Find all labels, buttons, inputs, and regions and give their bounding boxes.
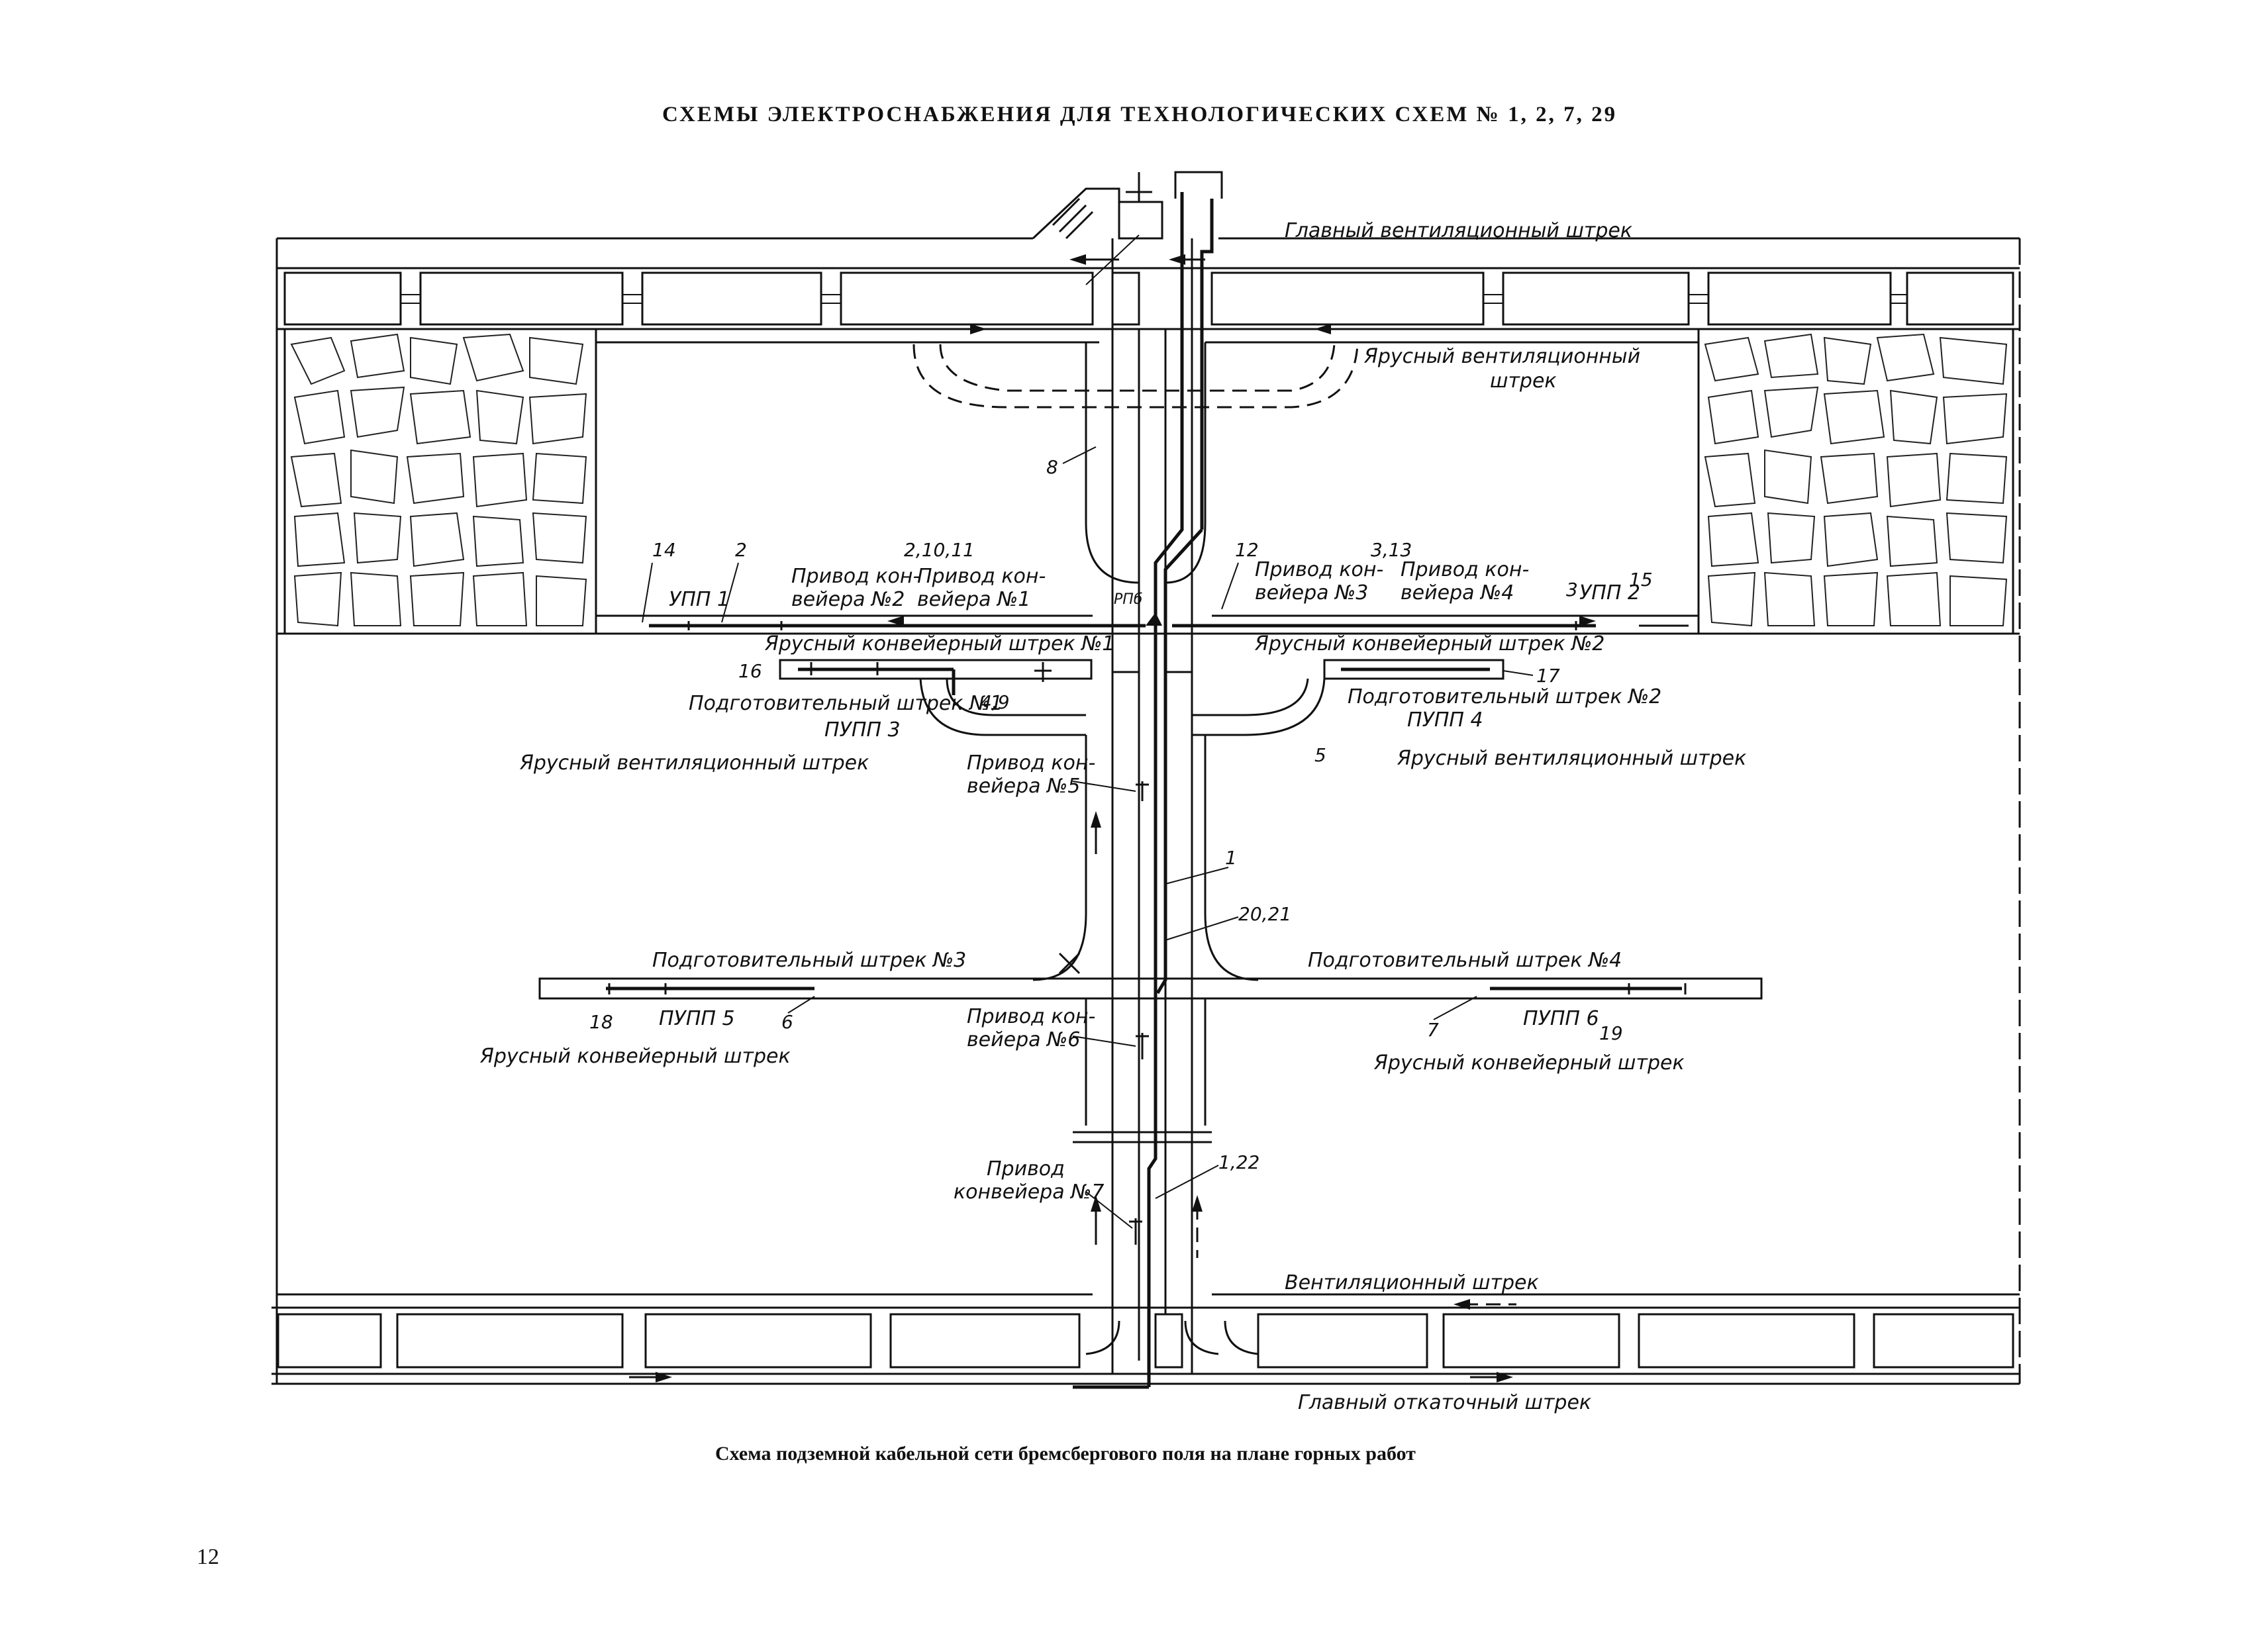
label-tier-vent-left: Ярусный вентиляционный штрек (519, 751, 869, 775)
top-pillars (283, 271, 2014, 326)
label-main-haul-drift: Главный откаточный штрек (1298, 1391, 1591, 1414)
label-tier-vent-drift-top-b: штрек (1490, 369, 1557, 393)
label-drive-1-a: Привод кон- (917, 565, 1046, 588)
label-tier-vent-drift-top-a: Ярусный вентиляционный (1363, 345, 1640, 368)
label-drive-3-b: вейера №3 (1255, 581, 1368, 604)
label-7: 7 (1427, 1019, 1439, 1041)
label-upp-2: УПП 2 (1579, 581, 1640, 604)
figure-caption: Схема подземной кабельной сети бремсберг… (715, 1443, 1416, 1465)
label-prep-drift-4: Подготовительный штрек №4 (1308, 949, 1622, 972)
label-drive-1-b: вейера №1 (917, 588, 1030, 611)
bremsberg-tunnels (1111, 238, 1193, 1374)
label-drive-4-a: Привод кон- (1401, 558, 1529, 581)
label-drive-6-a: Привод кон- (967, 1005, 1095, 1028)
label-drive-3-a: Привод кон- (1255, 558, 1383, 581)
label-rpp: РПб (1114, 591, 1142, 608)
main-cable (1073, 192, 1214, 1389)
label-pupp-4: ПУПП 4 (1407, 708, 1483, 732)
label-drive-2-b: вейера №2 (791, 588, 905, 611)
label-vent-drift: Вентиляционный штрек (1285, 1271, 1539, 1294)
label-8: 8 (1046, 456, 1058, 478)
label-12: 12 (1235, 539, 1259, 561)
label-2: 2 (735, 539, 747, 561)
label-pupp-3: ПУПП 3 (824, 718, 901, 742)
label-prep-drift-3: Подготовительный штрек №3 (652, 949, 966, 972)
label-drive-7-a: Привод (987, 1157, 1065, 1181)
bottom-drifts (271, 1293, 2020, 1385)
prep-drifts-1-2 (779, 659, 1504, 736)
label-3: 3 (1566, 579, 1578, 601)
label-19: 19 (1599, 1022, 1623, 1044)
label-5: 5 (1314, 744, 1326, 766)
label-15: 15 (1629, 569, 1653, 591)
label-main-vent-drift: Главный вентиляционный штрек (1285, 219, 1632, 242)
label-drive-4-b: вейера №4 (1401, 581, 1514, 604)
label-1: 1 (1225, 847, 1237, 869)
rock-fill-right (1697, 328, 2014, 635)
label-17: 17 (1536, 665, 1560, 687)
label-tier-conv-drift-2: Ярусный конвейерный штрек №2 (1254, 632, 1604, 655)
label-drive-6-b: вейера №6 (967, 1028, 1080, 1051)
label-18: 18 (589, 1011, 613, 1033)
label-pupp-6: ПУПП 6 (1523, 1007, 1599, 1030)
upper-panel (595, 324, 1700, 617)
label-tier-vent-right: Ярусный вентиляционный штрек (1397, 747, 1746, 770)
label-16: 16 (738, 660, 762, 682)
label-2-10-11: 2,10,11 (904, 539, 975, 561)
label-20-21: 20,21 (1238, 903, 1291, 925)
label-3-13: 3,13 (1371, 539, 1412, 561)
rock-fill-left (283, 328, 597, 635)
label-6: 6 (781, 1011, 793, 1033)
label-pupp-5: ПУПП 5 (659, 1007, 735, 1030)
label-drive-7-b: конвейера №7 (954, 1181, 1104, 1204)
label-prep-drift-2: Подготовительный штрек №2 (1348, 685, 1661, 708)
label-tier-conv-left: Ярусный конвейерный штрек (479, 1045, 791, 1068)
label-upp-1: УПП 1 (669, 588, 730, 611)
label-tier-conv-drift-1: Ярусный конвейерный штрек №1 (764, 632, 1114, 655)
label-drive-5-b: вейера №5 (967, 775, 1080, 798)
conveyor-7-section (1073, 1131, 1212, 1258)
label-drive-2-a: Привод кон- (791, 565, 920, 588)
label-prep-drift-1: Подготовительный штрек №1 (689, 692, 1003, 715)
prep-drifts-3-4 (538, 952, 1763, 1126)
label-drive-5-a: Привод кон- (967, 751, 1095, 775)
page-number: 12 (197, 1545, 219, 1569)
label-14: 14 (652, 539, 676, 561)
page-title: СХЕМЫ ЭЛЕКТРОСНАБЖЕНИЯ ДЛЯ ТЕХНОЛОГИЧЕСК… (662, 103, 1617, 126)
tier-conveyor-drift-1-2 (277, 614, 2020, 635)
label-1-22: 1,22 (1218, 1151, 1259, 1173)
label-tier-conv-right: Ярусный конвейерный штрек (1373, 1051, 1685, 1075)
label-4-9: 4,9 (980, 691, 1010, 713)
